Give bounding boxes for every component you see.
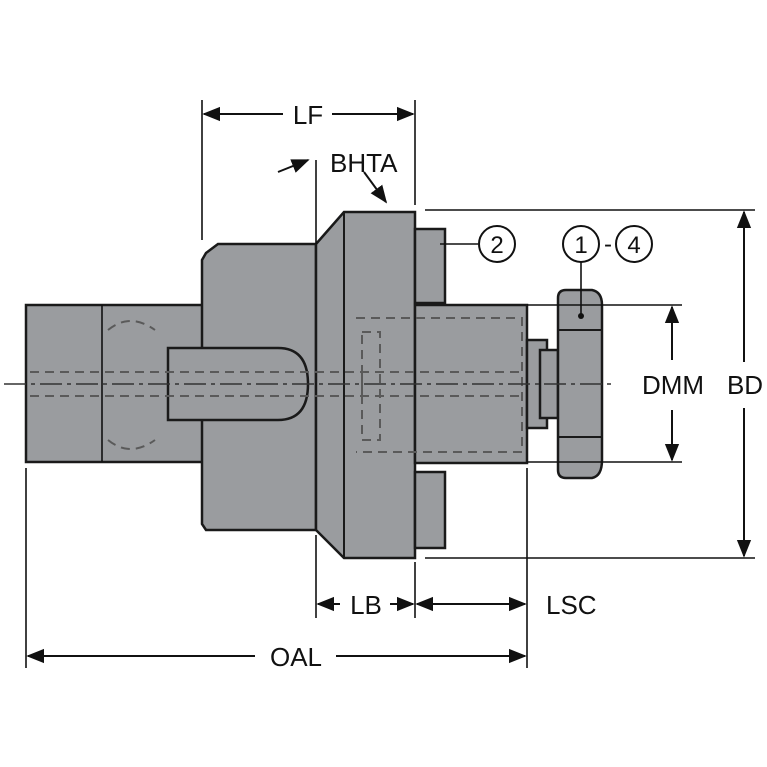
dimension-oal: OAL: [26, 642, 527, 672]
extension-lines: [25, 100, 755, 668]
label-lb: LB: [350, 590, 382, 620]
callout-1-number: 1: [574, 232, 587, 259]
callout-2-number: 2: [490, 232, 503, 259]
drive-key-bottom: [413, 470, 447, 550]
label-bhta: BHTA: [330, 148, 398, 178]
label-lsc: LSC: [546, 590, 597, 620]
label-lf: LF: [293, 100, 323, 130]
dimension-dmm: DMM: [642, 305, 704, 462]
dimension-lf: LF: [202, 100, 415, 130]
dimension-bhta: BHTA: [277, 148, 398, 244]
dimension-lsc: LSC: [415, 590, 597, 620]
callout-4-number: 4: [627, 232, 640, 259]
label-bd: BD: [727, 370, 763, 400]
callout-range-separator: -: [604, 231, 612, 258]
drive-key-top: [413, 227, 447, 305]
callout-item-1-4: 1 - 4: [562, 225, 653, 319]
taper-flange: [314, 210, 417, 560]
label-dmm: DMM: [642, 370, 704, 400]
tool-holder-body: [24, 210, 604, 560]
dimension-bd: BD: [727, 210, 763, 558]
label-oal: OAL: [270, 642, 322, 672]
dimension-lb: LB: [316, 590, 415, 620]
callout-item-2: 2: [440, 225, 516, 263]
internal-bore: [30, 317, 523, 453]
